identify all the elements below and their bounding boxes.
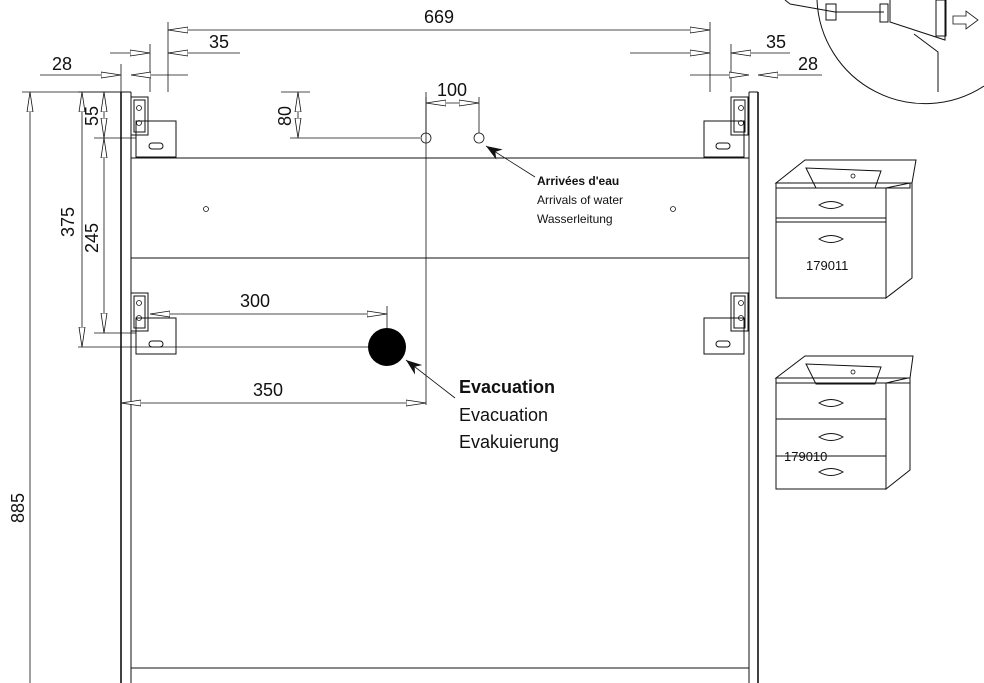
- detail-callout: [784, 0, 984, 105]
- svg-text:28: 28: [798, 54, 818, 74]
- drain-title: Evacuation: [459, 377, 555, 397]
- product-thumbnail-179010: 179010: [774, 355, 914, 491]
- svg-text:35: 35: [209, 32, 229, 52]
- dimension-overall-width: 669: [167, 7, 711, 92]
- svg-text:245: 245: [82, 223, 102, 253]
- dimension-lower-bracket: 375: [58, 92, 136, 348]
- svg-text:28: 28: [52, 54, 72, 74]
- svg-text:885: 885: [8, 493, 28, 523]
- dimension-right-35: 35: [630, 32, 790, 92]
- dimension-top-bracket: 55: [78, 91, 136, 139]
- water-inlet-title: Arrivées d'eau: [537, 174, 619, 188]
- dimension-right-28: 28: [690, 54, 822, 75]
- drain-leader: [405, 359, 456, 399]
- dimension-lower-inner: 245: [82, 138, 136, 334]
- dimension-drain-edge: 350: [121, 380, 426, 403]
- svg-text:80: 80: [275, 106, 295, 126]
- drain-english: Evacuation: [459, 405, 548, 425]
- dimension-inlet-spacing: 100: [425, 80, 480, 133]
- svg-text:669: 669: [424, 7, 454, 27]
- water-inlet-german: Wasserleitung: [537, 212, 613, 226]
- bracket-top-right: [703, 96, 749, 158]
- bracket-bottom-right: [703, 292, 749, 355]
- product-thumbnail-179011: 179011: [774, 159, 917, 300]
- water-inlet-leader: [485, 145, 536, 178]
- drain-hole: [368, 328, 406, 366]
- svg-text:100: 100: [437, 80, 467, 100]
- dimension-left-28: 28: [40, 54, 188, 92]
- bracket-bottom-left: [130, 292, 177, 355]
- dimension-drain-bracket: 300: [136, 291, 388, 348]
- dimension-overall-height: 885: [8, 91, 121, 683]
- drain-german: Evakuierung: [459, 432, 559, 452]
- svg-text:35: 35: [766, 32, 786, 52]
- svg-text:375: 375: [58, 207, 78, 237]
- water-inlet-english: Arrivals of water: [537, 193, 623, 207]
- dimension-inlet-height: 80: [275, 91, 420, 139]
- svg-text:300: 300: [240, 291, 270, 311]
- svg-text:350: 350: [253, 380, 283, 400]
- bracket-top-left: [130, 96, 177, 158]
- water-inlet-right: [473, 132, 485, 144]
- svg-text:179010: 179010: [784, 449, 827, 464]
- cabinet-back-view: [120, 91, 759, 683]
- svg-text:179011: 179011: [806, 258, 848, 273]
- dimension-left-35: 35: [110, 32, 240, 92]
- svg-text:55: 55: [82, 106, 102, 126]
